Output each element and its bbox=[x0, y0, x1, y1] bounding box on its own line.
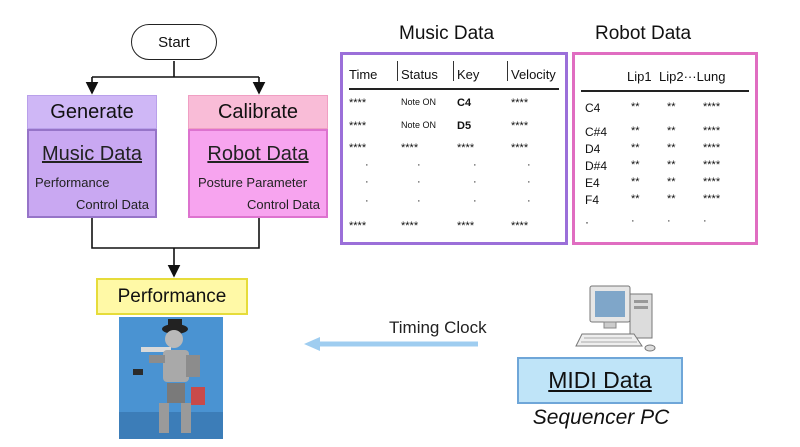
robot-cell: E4 bbox=[585, 176, 600, 190]
music-data-title: Music Data bbox=[41, 143, 143, 165]
robot-cell: ** bbox=[631, 193, 640, 205]
robot-cell: ** bbox=[631, 176, 640, 188]
music-cell: · bbox=[365, 195, 369, 207]
music-cell: Note ON bbox=[401, 97, 437, 107]
robot-cell: · bbox=[631, 215, 635, 227]
robot-cell: ** bbox=[667, 142, 676, 154]
robot-data-title: Robot Data bbox=[207, 143, 309, 165]
music-data-box: Music Data Performance Control Data bbox=[27, 129, 157, 218]
robot-table-title: Robot Data bbox=[595, 23, 692, 44]
robot-cell: ** bbox=[667, 125, 676, 137]
robot-cell: **** bbox=[703, 193, 721, 205]
robot-cell: C#4 bbox=[585, 125, 608, 139]
robot-cell: ** bbox=[667, 101, 676, 113]
music-cell: **** bbox=[401, 142, 419, 154]
music-cell: **** bbox=[457, 142, 475, 154]
robot-data-line-2: Control Data bbox=[247, 197, 320, 212]
music-cell: · bbox=[527, 176, 531, 188]
robot-cell: **** bbox=[703, 176, 721, 188]
robot-cell: C4 bbox=[585, 101, 601, 115]
music-cell: · bbox=[527, 159, 531, 171]
music-data-table: Time Status Key Velocity **** Note ON C4 **** **… bbox=[340, 52, 568, 245]
music-cell: **** bbox=[457, 220, 475, 232]
robot-cell: **** bbox=[703, 125, 721, 137]
music-col-header: Key bbox=[457, 67, 480, 82]
music-cell: **** bbox=[401, 220, 419, 232]
music-cell: **** bbox=[349, 220, 367, 232]
generate-header: Generate bbox=[27, 95, 157, 129]
music-cell: **** bbox=[511, 97, 529, 109]
music-cell: · bbox=[473, 159, 477, 171]
music-table-title: Music Data bbox=[399, 23, 495, 44]
robot-cell: ** bbox=[631, 142, 640, 154]
robot-photo bbox=[119, 317, 223, 439]
robot-cell: · bbox=[703, 215, 707, 227]
calibrate-header: Calibrate bbox=[188, 95, 328, 129]
music-cell: Note ON bbox=[401, 120, 437, 130]
robot-cell: ** bbox=[667, 176, 676, 188]
music-col-header: Status bbox=[401, 67, 438, 82]
robot-cell: D#4 bbox=[585, 159, 608, 173]
music-cell: **** bbox=[511, 220, 529, 232]
robot-cell: ** bbox=[667, 159, 676, 171]
midi-data-box: MIDI Data bbox=[517, 357, 683, 404]
music-cell: · bbox=[417, 176, 421, 188]
music-cell: · bbox=[417, 159, 421, 171]
start-node: Start bbox=[131, 24, 217, 60]
music-cell: · bbox=[365, 159, 369, 171]
robot-cell: **** bbox=[703, 159, 721, 171]
music-cell: · bbox=[365, 176, 369, 188]
music-cell: · bbox=[473, 195, 477, 207]
robot-col-header: Lip2···Lung bbox=[659, 69, 726, 84]
robot-data-line-1: Posture Parameter bbox=[198, 175, 308, 190]
timing-clock-label: Timing Clock bbox=[389, 318, 487, 337]
music-cell: **** bbox=[511, 120, 529, 132]
music-cell: **** bbox=[349, 97, 367, 109]
robot-cell: F4 bbox=[585, 193, 600, 207]
robot-cell: D4 bbox=[585, 142, 601, 156]
music-cell: · bbox=[473, 176, 477, 188]
robot-cell: ** bbox=[631, 159, 640, 171]
music-cell: · bbox=[417, 195, 421, 207]
robot-col-header: Lip1 bbox=[627, 69, 652, 84]
performance-node: Performance bbox=[96, 278, 248, 315]
music-data-line-2: Control Data bbox=[76, 197, 149, 212]
music-cell: C4 bbox=[457, 97, 472, 109]
robot-cell: ** bbox=[631, 101, 640, 113]
desktop-pc-icon bbox=[568, 284, 658, 356]
music-cell: **** bbox=[349, 120, 367, 132]
robot-cell: **** bbox=[703, 142, 721, 154]
robot-cell: ** bbox=[631, 125, 640, 137]
music-col-header: Time bbox=[349, 67, 378, 82]
music-cell: · bbox=[527, 195, 531, 207]
robot-cell: **** bbox=[703, 101, 721, 113]
music-cell: **** bbox=[349, 142, 367, 154]
music-cell: D5 bbox=[457, 120, 472, 132]
music-col-header: Velocity bbox=[511, 67, 556, 82]
robot-cell: ** bbox=[667, 193, 676, 205]
music-data-line-1: Performance bbox=[35, 175, 110, 190]
robot-data-box: Robot Data Posture Parameter Control Dat… bbox=[188, 129, 328, 218]
music-cell: **** bbox=[511, 142, 529, 154]
robot-cell: · bbox=[667, 215, 671, 227]
sequencer-pc-caption: Sequencer PC bbox=[532, 406, 670, 429]
robot-cell: · bbox=[585, 215, 589, 229]
